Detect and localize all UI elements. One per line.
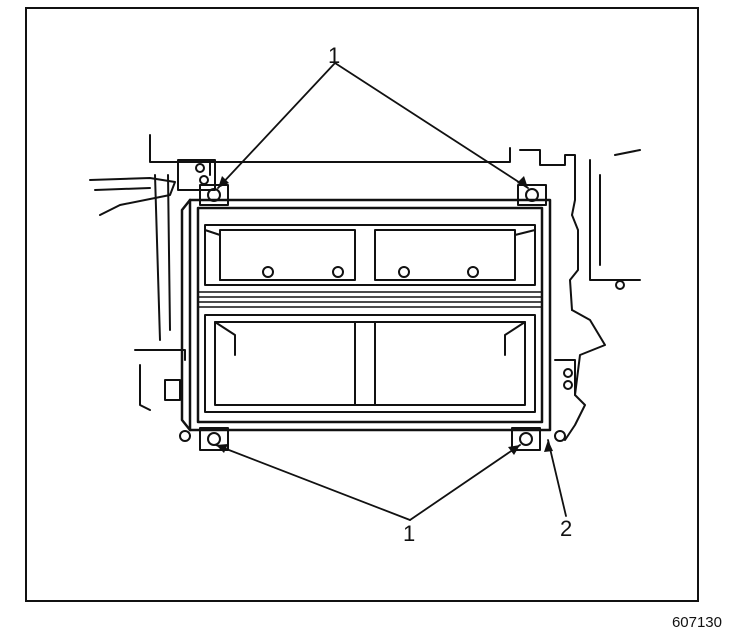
callout-2: 2 (560, 516, 573, 541)
left-bracket (89, 159, 216, 216)
module-outer-frame (180, 198, 552, 432)
ribs (197, 291, 543, 308)
arrowheads (216, 176, 553, 455)
diagram-frame (25, 7, 699, 602)
figure-number: 607130 (671, 614, 722, 631)
callout-1-top: 1 (328, 43, 341, 68)
leader-lines (215, 62, 567, 521)
upper-compartment (204, 224, 536, 286)
fasteners (179, 184, 566, 451)
right-hardware (554, 359, 576, 396)
callout-1-bottom: 1 (403, 521, 416, 546)
lower-opening (204, 314, 536, 413)
background-housing (134, 134, 641, 441)
